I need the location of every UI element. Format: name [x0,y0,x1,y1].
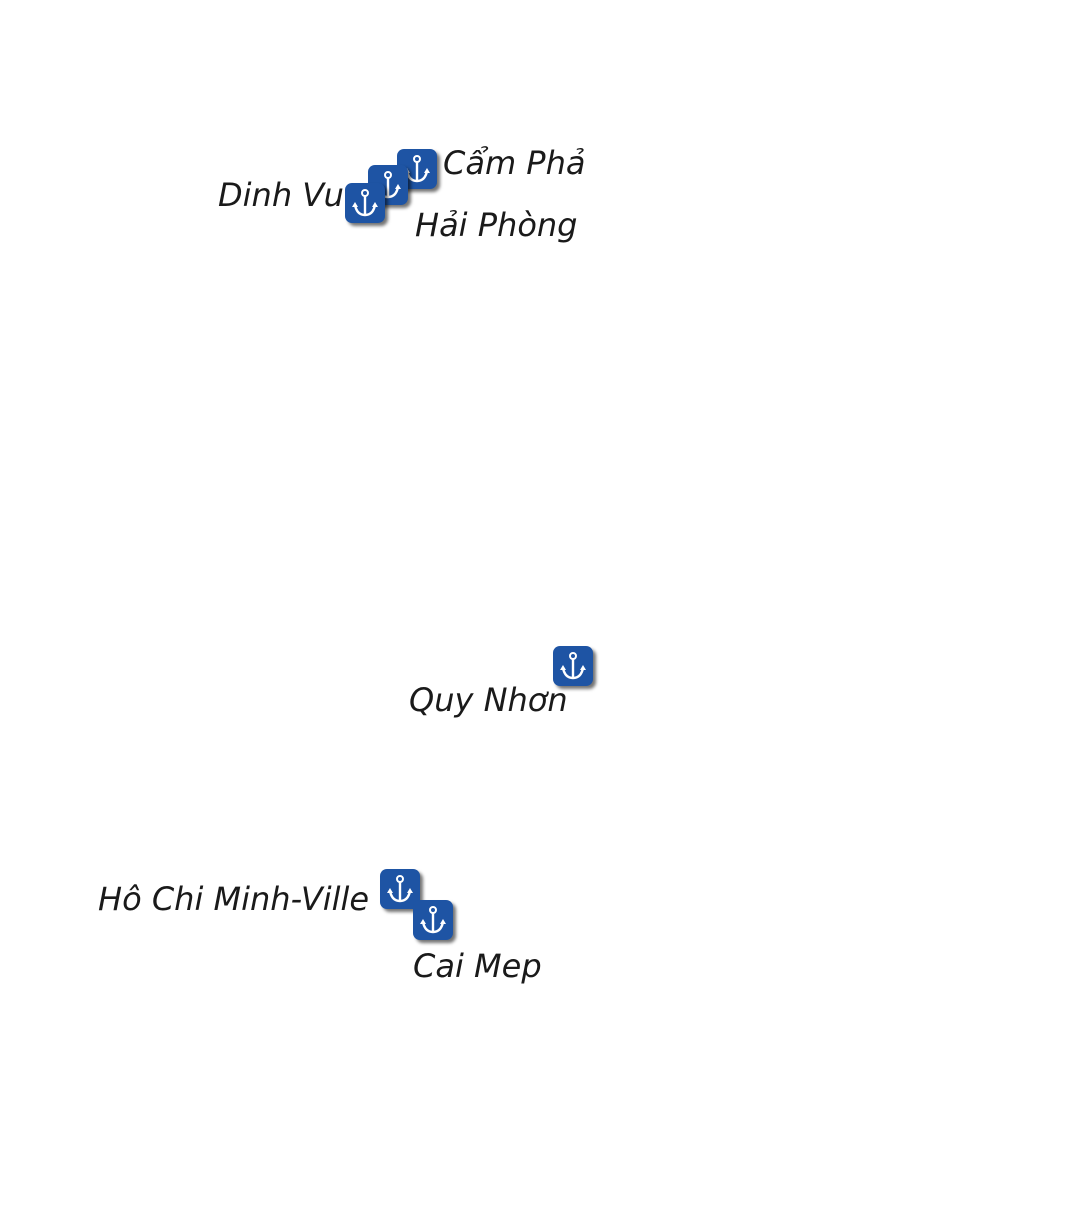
port-label-cai-mep: Cai Mep [413,947,542,985]
anchor-icon [560,652,586,680]
port-marker-quy-nhon[interactable] [553,646,593,686]
port-label-hai-phong: Hải Phòng [415,206,578,244]
port-label-ho-chi-minh: Hô Chi Minh-Ville [98,880,370,918]
anchor-icon [352,189,378,217]
port-marker-dinh-vu[interactable] [345,183,385,223]
anchor-icon [420,906,446,934]
port-label-quy-nhon: Quy Nhơn [409,681,568,719]
port-label-dinh-vu: Dinh Vu [218,176,344,214]
port-marker-cai-mep[interactable] [413,900,453,940]
port-label-cam-pha: Cẩm Phả [443,144,586,182]
anchor-icon [387,875,413,903]
